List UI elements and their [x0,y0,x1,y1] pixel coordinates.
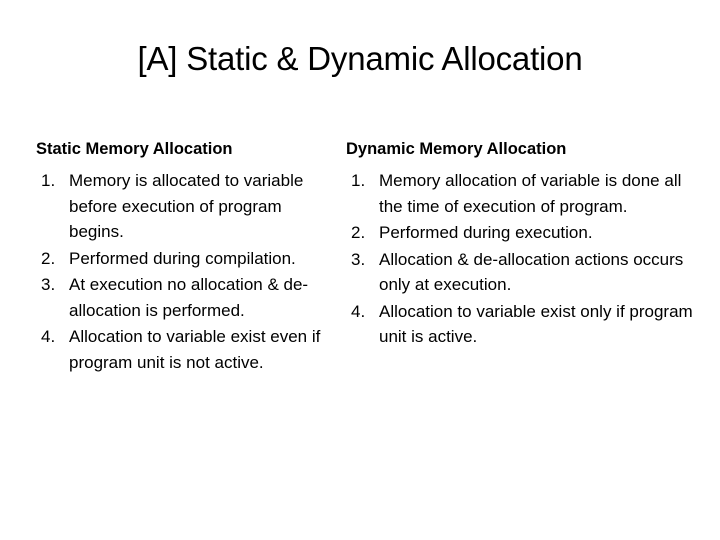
static-allocation-column: Static Memory Allocation 1. Memory is al… [0,138,338,376]
list-item-number: 2. [351,223,366,243]
list-item-text: Performed during execution. [379,223,593,243]
list-item: 3. At execution no allocation & de-alloc… [36,272,338,323]
list-item-text: At execution no allocation & de-allocati… [69,275,309,320]
list-item-number: 4. [351,301,366,321]
list-item-text: Performed during compilation. [69,248,296,268]
comparison-columns: Static Memory Allocation 1. Memory is al… [0,138,720,376]
list-item-number: 1. [351,171,366,191]
list-item-text: Allocation to variable exist only if pro… [379,301,693,347]
page-title: [A] Static & Dynamic Allocation [137,40,583,77]
list-item-number: 1. [41,171,56,191]
list-item: 2. Performed during execution. [346,220,694,246]
dynamic-allocation-list: 1. Memory allocation of variable is done… [346,168,694,350]
list-item-number: 2. [41,248,56,268]
list-item-number: 4. [41,327,56,347]
dynamic-allocation-heading: Dynamic Memory Allocation [346,140,567,158]
list-item: 4. Allocation to variable exist only if … [346,299,694,350]
list-item-text: Allocation & de-allocation actions occur… [379,249,684,295]
list-item-text: Memory is allocated to variable before e… [69,171,304,242]
list-item-number: 3. [351,249,366,269]
list-item: 1. Memory is allocated to variable befor… [36,168,338,245]
list-item: 3. Allocation & de-allocation actions oc… [346,247,694,298]
list-item-number: 3. [41,275,56,295]
list-item: 4. Allocation to variable exist even if … [36,324,338,375]
list-item-text: Memory allocation of variable is done al… [379,171,682,216]
list-item: 1. Memory allocation of variable is done… [346,168,694,219]
list-item-text: Allocation to variable exist even if pro… [69,327,321,372]
list-item: 2. Performed during compilation. [36,246,338,272]
static-allocation-list: 1. Memory is allocated to variable befor… [36,168,338,375]
static-allocation-heading: Static Memory Allocation [36,140,233,158]
dynamic-allocation-column: Dynamic Memory Allocation 1. Memory allo… [338,138,720,351]
